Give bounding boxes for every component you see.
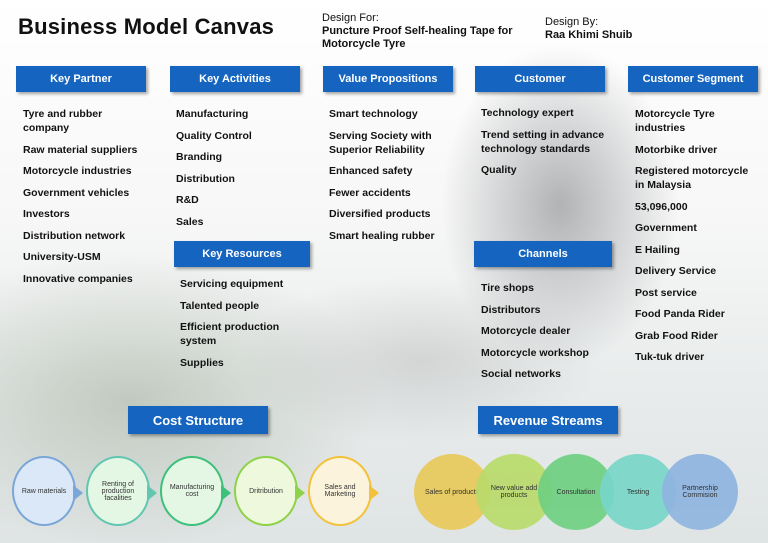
list-item: Distribution network <box>23 229 126 242</box>
list-item: Grab Food Rider <box>635 329 718 342</box>
list-item: Motorcycle Tyre industries <box>635 108 715 134</box>
cost-structure-header: Cost Structure <box>128 406 268 434</box>
cost-step: Dritribution <box>234 456 305 526</box>
cost-step: Renting of production facalities <box>86 456 157 526</box>
list-item: Efficient production system <box>180 321 280 347</box>
channels-header: Channels <box>474 241 612 267</box>
cost-step-label: Renting of production facalities <box>101 480 135 502</box>
list-item: Diversified products <box>329 208 431 220</box>
list-item: Investors <box>23 208 70 220</box>
cost-step: Manufacturing cost <box>160 456 231 526</box>
list-item: Servicing equipment <box>180 278 284 290</box>
cost-step-label: Raw materials <box>21 487 67 495</box>
list-item: Tuk-tuk driver <box>635 351 705 363</box>
key-activities-list: Manufacturing Quality Control Branding D… <box>176 107 301 236</box>
list-item: E Hailing <box>635 243 680 256</box>
list-item: Food Panda Rider <box>635 308 725 320</box>
cost-step: Raw materials <box>12 456 83 526</box>
value-propositions-list: Smart technology Serving Society with Su… <box>329 107 454 250</box>
list-item: Technology expert <box>481 107 574 119</box>
list-item: Serving Society with Superior Reliabilit… <box>329 129 432 156</box>
list-item: Fewer accidents <box>329 186 411 199</box>
list-item: 53,096,000 <box>635 200 688 213</box>
list-item: Post service <box>635 286 697 299</box>
key-resources-list: Servicing equipment Talented people Effi… <box>180 277 315 377</box>
list-item: University-USM <box>23 251 101 263</box>
key-activities-header: Key Activities <box>170 66 300 92</box>
list-item: Motorcycle dealer <box>481 325 571 337</box>
revenue-label: Consultation <box>556 488 596 496</box>
design-by-label: Design By: <box>545 16 599 28</box>
list-item: Government vehicles <box>23 186 130 199</box>
channels-list: Tire shops Distributors Motorcycle deale… <box>481 281 616 389</box>
cost-step-label: Manufacturing cost <box>169 484 215 498</box>
list-item: Talented people <box>180 299 260 312</box>
list-item: Enhanced safety <box>329 165 413 177</box>
list-item: Tire shops <box>481 282 534 294</box>
revenue-label: Sales of products <box>424 488 480 496</box>
list-item: Motorcycle industries <box>23 165 132 177</box>
list-item: Social networks <box>481 368 561 380</box>
list-item: Branding <box>176 151 223 163</box>
revenue-streams-header: Revenue Streams <box>478 406 618 434</box>
list-item: Sales <box>176 215 204 228</box>
list-item: Motorbike driver <box>635 143 718 156</box>
key-resources-header: Key Resources <box>174 241 310 267</box>
key-partner-header: Key Partner <box>16 66 146 92</box>
cost-step-label: Dritribution <box>249 487 283 495</box>
list-item: R&D <box>176 194 199 206</box>
list-item: Innovative companies <box>23 272 133 285</box>
list-item: Quality <box>481 164 517 176</box>
revenue-circle: Partnership Commision <box>662 454 738 530</box>
customer-list: Technology expert Trend setting in advan… <box>481 106 606 185</box>
list-item: Government <box>635 222 697 234</box>
list-item: Distributors <box>481 303 541 316</box>
list-item: Delivery Service <box>635 265 717 277</box>
customer-segment-list: Motorcycle Tyre industries Motorbike dri… <box>635 107 760 372</box>
design-for-label: Design For: <box>322 12 379 24</box>
design-for-value: Puncture Proof Self-healing Tape for Mot… <box>322 25 513 50</box>
page-title: Business Model Canvas <box>18 14 275 39</box>
revenue-label: Partnership Commision <box>682 485 718 499</box>
list-item: Trend setting in advance technology stan… <box>481 128 605 155</box>
list-item: Supplies <box>180 356 224 369</box>
design-by-value: Raa Khimi Shuib <box>545 29 633 41</box>
list-item: Registered motorcycle in Malaysia <box>635 165 749 191</box>
list-item: Tyre and rubber company <box>23 108 103 134</box>
list-item: Motorcycle workshop <box>481 346 589 359</box>
list-item: Manufacturing <box>176 108 249 120</box>
list-item: Raw material suppliers <box>23 143 138 156</box>
design-by-block: Design By: Raa Khimi Shuib <box>545 16 695 42</box>
list-item: Smart healing rubber <box>329 229 435 242</box>
key-partner-list: Tyre and rubber company Raw material sup… <box>23 107 148 293</box>
cost-step-label: Sales and Marketing <box>324 484 356 498</box>
cost-step: Sales and Marketing <box>308 456 379 526</box>
revenue-label: New value add products <box>490 485 538 499</box>
revenue-label: Testing <box>626 488 650 496</box>
list-item: Smart technology <box>329 108 418 120</box>
customer-segment-header: Customer Segment <box>628 66 758 92</box>
value-propositions-header: Value Propositions <box>323 66 453 92</box>
list-item: Quality Control <box>176 129 252 142</box>
customer-header: Customer <box>475 66 605 92</box>
list-item: Distribution <box>176 172 235 185</box>
design-for-block: Design For: Puncture Proof Self-healing … <box>322 12 522 51</box>
